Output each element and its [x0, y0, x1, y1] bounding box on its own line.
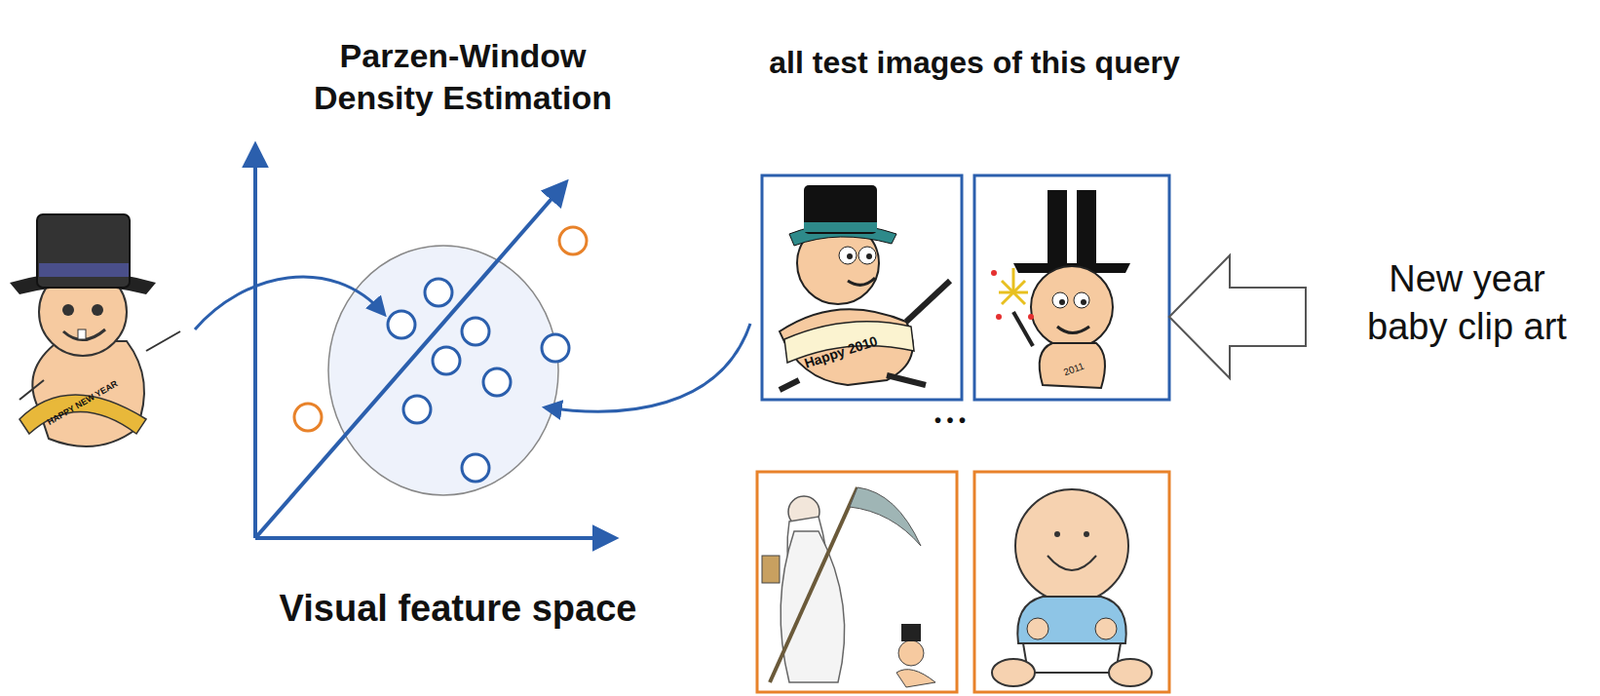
density-region — [328, 245, 559, 496]
axes — [255, 146, 614, 538]
test-image-3 — [761, 487, 936, 687]
image-frame — [974, 175, 1170, 400]
test-image-1 — [779, 185, 951, 390]
mapping-arrow — [194, 276, 384, 330]
image-frame — [757, 471, 957, 692]
ellipsis: • • • — [906, 407, 994, 433]
image-frame — [761, 175, 962, 400]
query-text: New year baby clip art — [1352, 255, 1582, 352]
panel-heading: all test images of this query — [696, 42, 1253, 84]
test-image-2 — [990, 190, 1131, 388]
mapping-arrow — [545, 323, 751, 412]
query-clipart — [9, 214, 181, 447]
positive-points — [387, 278, 570, 482]
axis-caption: Visual feature space — [194, 584, 722, 633]
image-frame — [974, 471, 1170, 692]
outline-arrow — [1169, 255, 1306, 379]
test-image-4 — [991, 489, 1152, 686]
plot-title: Parzen-Window Density Estimation — [282, 35, 644, 118]
outlier-points — [294, 227, 587, 431]
